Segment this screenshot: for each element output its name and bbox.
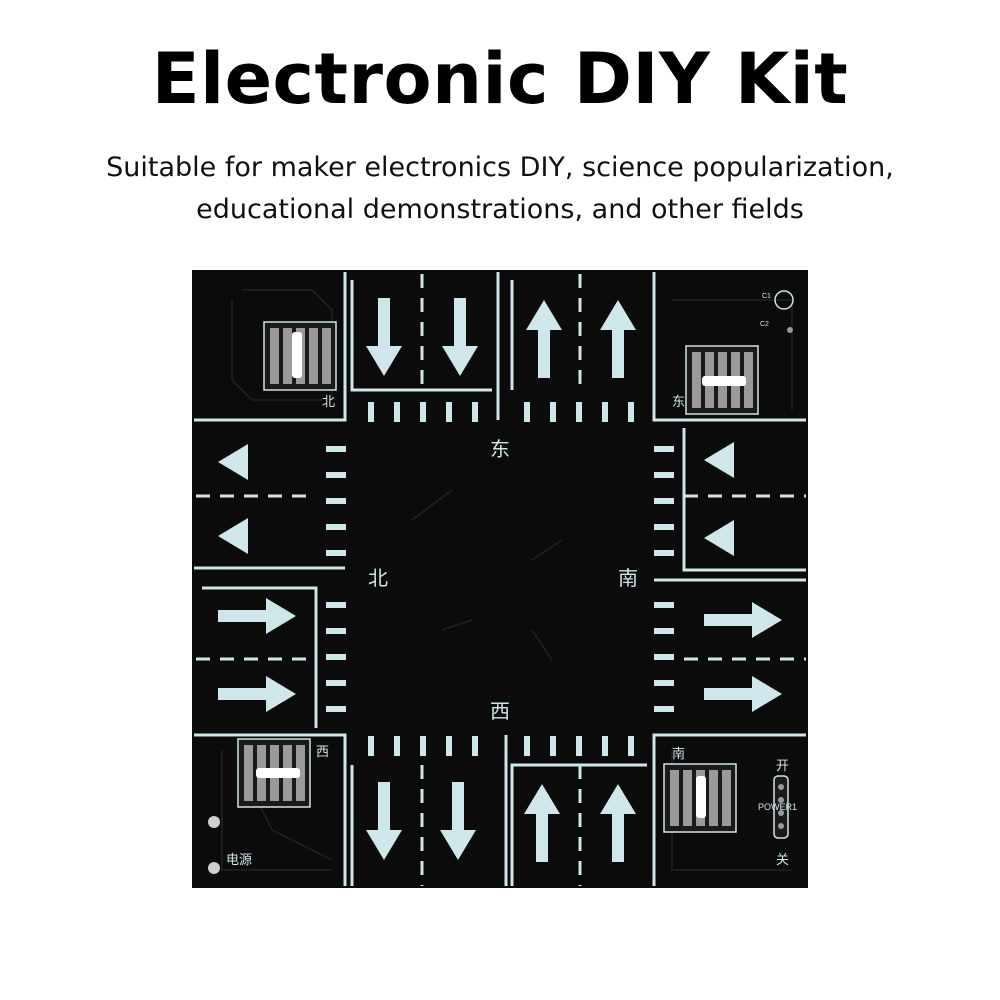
traffic-light-pcb-board: 北 东 西 南 东 北 南 西 电源 POWER1 开 关 C1 C2 [192,270,808,888]
capacitor-c2-pad [787,327,793,333]
crosswalks [326,402,674,756]
direction-label-north: 北 [368,566,388,590]
road-borders [194,272,806,886]
corner-label-north: 北 [322,395,335,410]
switch-on-label: 开 [776,759,789,774]
page-title: Electronic DIY Kit [151,38,849,120]
switch-label: POWER1 [758,802,797,812]
switch-off-label: 关 [776,853,789,868]
subtitle-line-1: Suitable for maker electronics DIY, scie… [106,152,894,183]
corner-label-south: 南 [672,746,685,762]
power-pad-top [208,816,220,828]
subtitle-line-2: educational demonstrations, and other fi… [196,194,804,225]
power-pad-bottom [208,862,220,874]
corner-label-west: 西 [316,745,329,760]
led-slot [292,332,302,378]
capacitor-label-c1: C1 [762,293,771,300]
corner-label-east: 东 [672,395,685,410]
direction-label-west: 西 [490,699,510,723]
power-label: 电源 [226,853,252,868]
led-slot [702,376,746,386]
direction-label-south: 南 [618,566,638,590]
led-slot [256,768,300,778]
power-switch[interactable] [773,775,789,839]
direction-label-east: 东 [490,437,510,461]
led-slot [696,776,706,818]
capacitor-label-c2: C2 [760,321,769,328]
lane-dividers [196,274,806,886]
capacitor-c1 [774,290,794,310]
